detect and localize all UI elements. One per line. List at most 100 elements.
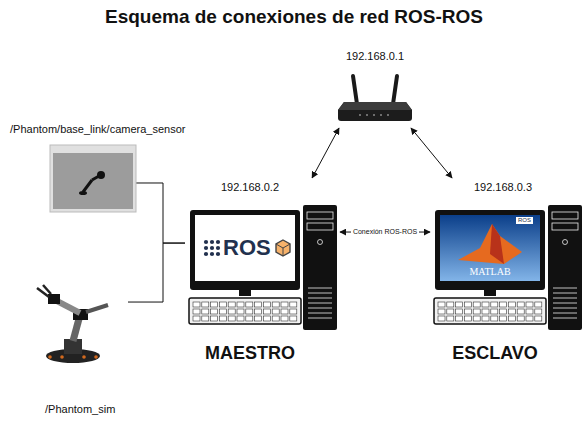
monitor-neck — [239, 290, 251, 296]
keyboard-key — [281, 302, 288, 307]
tower-vent — [553, 293, 577, 294]
keyboard-key — [193, 316, 200, 321]
tower-vent — [308, 303, 332, 304]
robot-base-part — [48, 355, 52, 359]
keyboard-key — [464, 309, 471, 314]
keyboard-key — [246, 316, 253, 321]
ros-logo-dot — [210, 240, 214, 244]
robot-gripper — [43, 285, 51, 294]
computer-role: MAESTRO — [185, 343, 315, 364]
monitor-neck — [484, 290, 496, 296]
keyboard-key — [447, 309, 454, 314]
pc-tower — [303, 205, 337, 330]
keyboard-key — [438, 316, 445, 321]
keyboard-key — [447, 302, 454, 307]
power-button — [563, 240, 568, 245]
keyboard-key — [290, 316, 297, 321]
network-link — [312, 128, 339, 178]
router-led — [359, 114, 361, 116]
keyboard-key — [272, 309, 279, 314]
keyboard-key — [491, 309, 498, 314]
robot-base-part — [94, 355, 98, 359]
keyboard-key — [211, 316, 218, 321]
topic-name: /Phantom/base_link/camera_sensor — [10, 123, 185, 136]
keyboard-key — [281, 309, 288, 314]
keyboard-key — [263, 302, 270, 307]
drive-bay — [307, 212, 333, 219]
keyboard-key — [290, 309, 297, 314]
keyboard-key — [211, 302, 218, 307]
monitor-frame — [190, 210, 300, 290]
robot-silhouette — [79, 191, 87, 195]
robot-image: /Phantom_sim — [28, 283, 128, 368]
ip-address: 192.168.0.2 — [205, 181, 295, 194]
monitor-frame — [435, 210, 545, 290]
keyboard — [434, 298, 546, 324]
keyboard-key — [508, 302, 515, 307]
keyboard-key — [202, 309, 209, 314]
keyboard-key — [500, 309, 507, 314]
keyboard-key — [228, 302, 235, 307]
keyboard-key — [526, 302, 533, 307]
keyboard-key — [255, 302, 262, 307]
keyboard-key — [526, 309, 533, 314]
tower-vent — [553, 288, 577, 289]
pc-tower — [548, 205, 582, 330]
keyboard-key — [228, 309, 235, 314]
keyboard-key — [508, 316, 515, 321]
keyboard-key — [193, 302, 200, 307]
keyboard-key — [211, 309, 218, 314]
keyboard-key — [473, 302, 480, 307]
router: 192.168.0.1 — [330, 50, 420, 128]
keyboard-key — [237, 302, 244, 307]
ros-logo-dot — [204, 246, 208, 250]
ros-logo-dot — [216, 246, 220, 250]
keyboard-key — [464, 316, 471, 321]
keyboard-key — [456, 316, 463, 321]
tower-vent — [308, 293, 332, 294]
ros-logo-dot — [216, 240, 220, 244]
keyboard-key — [535, 302, 542, 307]
gazebo-icon-edge — [276, 244, 290, 256]
ros-logo-dot — [216, 252, 220, 256]
keyboard-key — [473, 309, 480, 314]
monitor-screen — [195, 215, 295, 281]
ip-address: 192.168.0.3 — [458, 181, 548, 194]
keyboard-key — [535, 316, 542, 321]
camera-window — [50, 145, 136, 212]
ros-logo-text: ROS — [223, 235, 271, 260]
ros-logo-dot — [210, 246, 214, 250]
matlab-logo-text: MATLAB — [440, 266, 540, 278]
keyboard-key — [482, 309, 489, 314]
slave-computer: 192.168.0.3MATLABROSESCLAVO — [430, 178, 583, 365]
robot-image-art — [28, 283, 128, 368]
router-antenna — [393, 76, 397, 104]
keyboard-key — [255, 309, 262, 314]
robot-base-part — [82, 355, 86, 359]
drive-bay — [552, 212, 578, 219]
tower-vent — [308, 288, 332, 289]
keyboard-key — [464, 302, 471, 307]
keyboard-key — [473, 316, 480, 321]
robot-servo — [48, 294, 60, 304]
keyboard-key — [219, 309, 226, 314]
ros-logo-dot — [210, 252, 214, 256]
keyboard-key — [535, 309, 542, 314]
router-body — [338, 102, 412, 121]
keyboard-key — [219, 316, 226, 321]
keyboard-key — [219, 302, 226, 307]
keyboard-key — [290, 302, 297, 307]
keyboard-key — [281, 316, 288, 321]
power-button — [318, 240, 323, 245]
network-link — [411, 128, 452, 178]
master-computer: 192.168.0.2ROS MAESTRO — [185, 178, 340, 365]
keyboard-key — [237, 316, 244, 321]
keyboard-key — [246, 302, 253, 307]
drive-bay — [307, 223, 333, 230]
keyboard-key — [228, 316, 235, 321]
keyboard-key — [500, 316, 507, 321]
tower-vent — [308, 298, 332, 299]
tower-vent — [308, 313, 332, 314]
diagram-title: Esquema de conexiones de red ROS-ROS — [0, 6, 588, 28]
